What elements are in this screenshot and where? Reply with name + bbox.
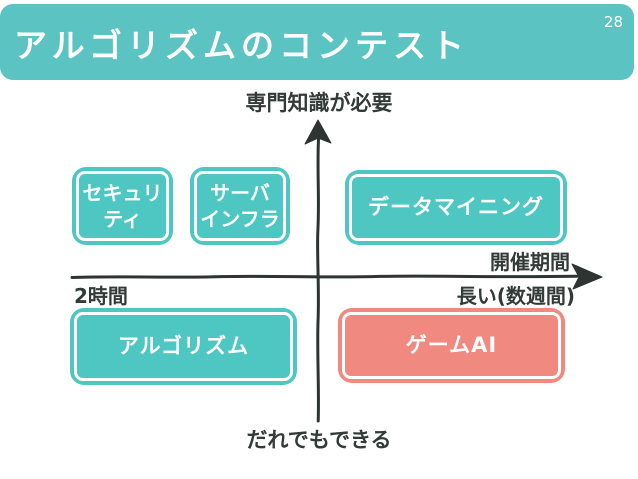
- horizontal-axis-title: 開催期間: [490, 250, 570, 274]
- vertical-axis-line: [316, 137, 320, 423]
- vertical-axis-top-label: 専門知識が必要: [245, 91, 393, 115]
- box-algorithm-label: アルゴリズム: [117, 333, 250, 358]
- box-security-label: セキュリ ティ: [82, 181, 163, 231]
- slide-title: アルゴリズムのコンテスト: [14, 25, 470, 65]
- horizontal-axis-line: [70, 274, 579, 279]
- slide-header: アルゴリズムのコンテスト 28: [0, 4, 634, 80]
- box-data-mining-label: データマイニング: [368, 194, 544, 219]
- box-data-mining: データマイニング: [345, 170, 567, 245]
- box-game-ai-label: ゲームAI: [405, 332, 498, 357]
- horizontal-axis-right-label: 長い(数週間): [456, 284, 575, 308]
- box-algorithm: アルゴリズム: [70, 308, 297, 385]
- box-security: セキュリ ティ: [72, 167, 173, 245]
- vertical-axis-bottom-label: だれでもできる: [246, 428, 392, 452]
- box-server-infra: サーバ インフラ: [190, 167, 290, 245]
- page-number: 28: [603, 13, 623, 31]
- up-arrow-icon: [304, 119, 332, 145]
- box-server-infra-label: サーバ インフラ: [200, 181, 280, 231]
- right-arrow-icon: [571, 263, 603, 290]
- box-game-ai: ゲームAI: [338, 308, 565, 383]
- horizontal-axis-left-label: 2時間: [74, 284, 128, 308]
